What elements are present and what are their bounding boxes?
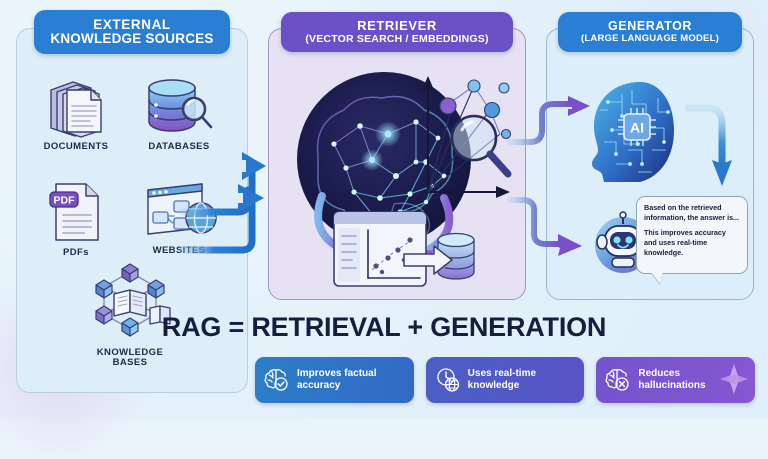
source-databases: DATABASES (134, 76, 224, 152)
benefit-reduces-hallucinations[interactable]: Reduces hallucinations (596, 357, 756, 403)
benefit-label: Uses real-time knowledge (467, 368, 537, 391)
source-knowledge-bases: KNOWLEDGE BASES (78, 256, 182, 369)
source-label: DOCUMENTS (43, 141, 109, 152)
benefits-row: Improves factual accuracy Uses real-time… (255, 357, 756, 403)
header-retriever: RETRIEVER (VECTOR SEARCH / EMBEDDINGS) (281, 12, 513, 52)
pdf-file-icon: PDF (49, 183, 99, 241)
retriever-illustration (297, 72, 512, 287)
arrow-head (556, 234, 582, 256)
magnifying-glass-icon (450, 114, 512, 178)
benefit-improves-factual-accuracy[interactable]: Improves factual accuracy (255, 357, 414, 403)
source-label: KNOWLEDGE BASES (96, 347, 164, 369)
header-line-1: EXTERNAL (93, 16, 171, 32)
header-line-2: (VECTOR SEARCH / EMBEDDINGS) (305, 32, 489, 45)
benefit-label: Reduces hallucinations (638, 368, 706, 391)
knowledge-graph-book-icon (95, 263, 171, 337)
arrow-chart-to-database (403, 245, 453, 275)
clock-globe-icon (437, 368, 459, 392)
header-line-2: KNOWLEDGE SOURCES (50, 31, 214, 46)
arrow-head (242, 152, 266, 180)
database-search-icon (148, 79, 213, 132)
arrows-retriever-to-generator (507, 96, 590, 256)
bubble-line-1: Based on the retrieved information, the … (644, 203, 740, 222)
source-label: DATABASES (148, 141, 210, 152)
banner-text: RAG = RETRIEVAL + GENERATION (161, 311, 607, 342)
chart-window-icon (333, 211, 427, 287)
source-label: PDFs (63, 247, 89, 258)
sparkle-diamond-icon (720, 364, 748, 394)
header-line-2: (LARGE LANGUAGE MODEL) (581, 33, 719, 45)
arrow-head (568, 96, 590, 116)
benefit-label: Improves factual accuracy (297, 368, 377, 391)
arrow-head (712, 160, 732, 186)
header-generator: GENERATOR (LARGE LANGUAGE MODEL) (558, 12, 742, 52)
answer-speech-bubble: Based on the retrieved information, the … (636, 196, 748, 274)
documents-stack-icon (50, 81, 102, 138)
header-external-knowledge-sources: EXTERNAL KNOWLEDGE SOURCES (34, 10, 230, 54)
bubble-line-2: This improves accuracy and uses real-tim… (644, 228, 726, 257)
source-documents: DOCUMENTS (34, 76, 118, 152)
ai-head-icon: AI (592, 82, 674, 182)
source-pdfs: PDF PDFs (34, 180, 118, 258)
benefit-uses-real-time-knowledge[interactable]: Uses real-time knowledge (425, 357, 585, 403)
brain-check-icon (264, 369, 288, 391)
header-line-1: GENERATOR (607, 18, 693, 33)
arrows-sources-to-retriever (178, 152, 266, 254)
brain-cross-icon (605, 369, 629, 391)
rag-equation-banner: RAG = RETRIEVAL + GENERATION (0, 306, 768, 348)
arrow-llm-to-answer (684, 104, 732, 186)
rag-architecture-diagram: DOCUMENTS DATABASES (0, 0, 768, 419)
header-line-1: RETRIEVER (357, 18, 437, 34)
ai-chip-label: AI (630, 120, 644, 136)
pdf-badge-text: PDF (54, 195, 76, 207)
arrow-head (238, 184, 264, 212)
